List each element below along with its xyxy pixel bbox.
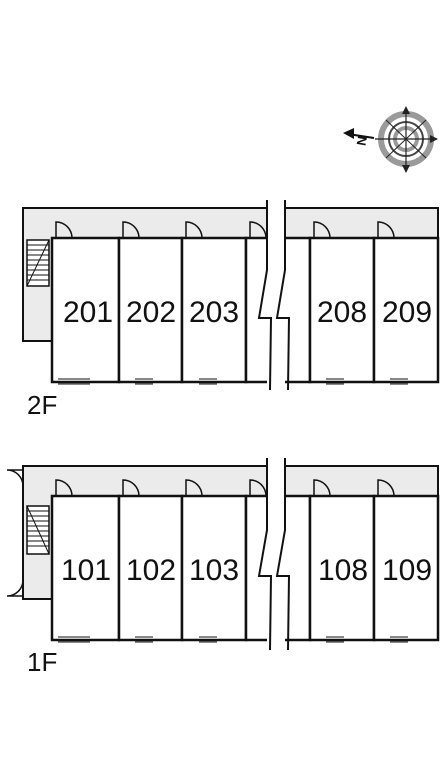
break-symbol-2f <box>257 200 291 391</box>
room-label-109: 109 <box>382 554 432 587</box>
compass-rose-icon <box>343 106 438 173</box>
unit-108 <box>308 494 376 642</box>
entrance-doors-1f <box>6 469 24 597</box>
floor-label-2f: 2F <box>27 390 57 420</box>
room-label-208: 208 <box>317 296 367 329</box>
room-label-202: 202 <box>126 296 176 329</box>
room-label-203: 203 <box>189 296 239 329</box>
floor-2f-plan <box>22 200 440 391</box>
room-label-201: 201 <box>63 296 113 329</box>
room-label-101: 101 <box>61 554 111 587</box>
unit-203 <box>180 236 248 384</box>
unit-209 <box>372 236 440 384</box>
unit-109 <box>372 494 440 642</box>
room-label-103: 103 <box>189 554 239 587</box>
floor-1f-plan <box>6 458 440 651</box>
unit-101 <box>50 494 121 642</box>
room-label-108: 108 <box>318 554 368 587</box>
room-label-209: 209 <box>382 296 432 329</box>
unit-202 <box>117 236 184 384</box>
stairs-1f <box>26 505 50 555</box>
unit-103 <box>180 494 248 642</box>
room-label-102: 102 <box>126 554 176 587</box>
floor-label-1f: 1F <box>27 647 57 677</box>
compass-north-label: N <box>354 135 370 147</box>
stairs-2f <box>26 239 50 287</box>
break-symbol-1f <box>257 458 291 651</box>
unit-208 <box>308 236 376 384</box>
